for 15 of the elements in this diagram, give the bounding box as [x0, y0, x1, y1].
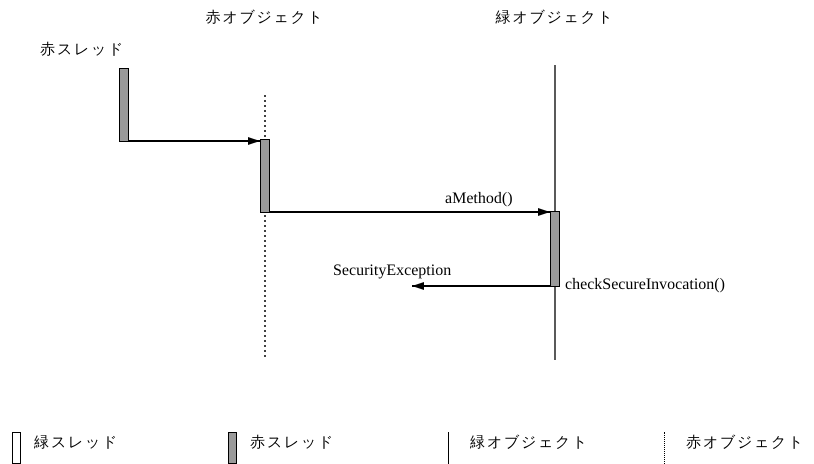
thread-label: 赤スレッド — [40, 40, 125, 59]
message-arrow — [129, 137, 260, 145]
legend-label: 赤スレッド — [250, 433, 335, 452]
message-arrow — [412, 282, 550, 290]
activation-bar — [550, 211, 560, 287]
message-arrow — [270, 208, 550, 216]
legend-label: 赤オブジェクト — [686, 433, 805, 452]
legend-label: 緑スレッド — [34, 433, 119, 452]
object-label: 緑オブジェクト — [494, 8, 616, 27]
object-label: 赤オブジェクト — [204, 8, 326, 27]
legend-label: 緑オブジェクト — [470, 433, 589, 452]
message-label: checkSecureInvocation() — [565, 276, 725, 294]
activation-bar — [260, 139, 270, 213]
message-label: SecurityException — [333, 262, 452, 280]
message-label: aMethod() — [445, 190, 513, 208]
